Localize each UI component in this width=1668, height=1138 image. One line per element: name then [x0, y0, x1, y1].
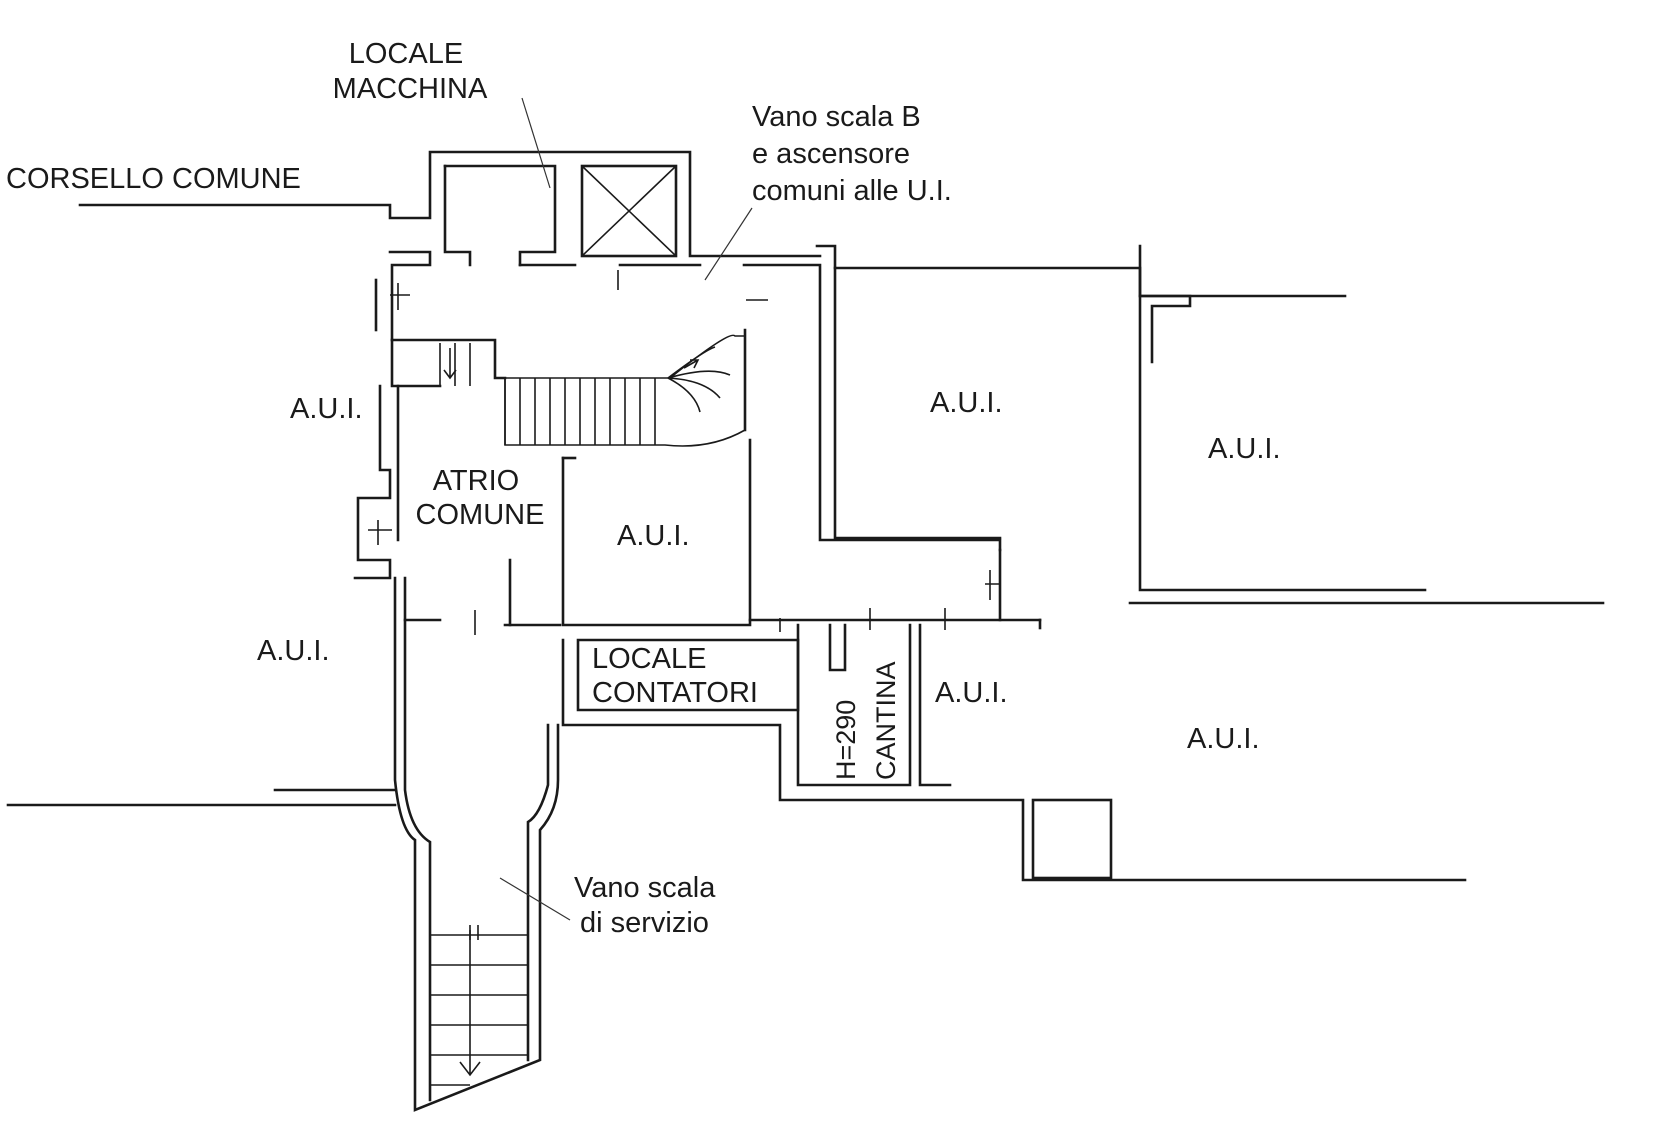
atrio-comune-label: ATRIO COMUNE: [416, 465, 545, 531]
service-staircase: [430, 925, 528, 1086]
aui-label-4: A.U.I.: [1208, 433, 1281, 465]
service-stair-arrow-icon: [459, 930, 481, 1077]
stair-arrow-icon-2: [683, 359, 700, 369]
vano-scala-b-label: Vano scala B e ascensore comuni alle U.I…: [752, 101, 952, 207]
cantina-height-label: H=290: [831, 700, 861, 780]
aui-label-7: A.U.I.: [1187, 723, 1260, 755]
aui-label-5: A.U.I.: [257, 635, 330, 667]
corsello-comune-label: CORSELLO COMUNE: [6, 163, 301, 195]
stair-arrow-icon: [443, 348, 457, 380]
cantina-label: CANTINA: [871, 661, 901, 780]
aui-label-2: A.U.I.: [617, 520, 690, 552]
aui-label-3: A.U.I.: [930, 387, 1003, 419]
walls: [6, 150, 1605, 1112]
aui-label-6: A.U.I.: [935, 677, 1008, 709]
leader-lines: [499, 97, 753, 921]
locale-macchina-label: LOCALE MACCHINA: [333, 38, 488, 105]
main-staircase: [439, 334, 746, 447]
elevator-shaft: [580, 164, 678, 258]
vano-scala-servizio-label: Vano scala di servizio: [574, 872, 723, 939]
locale-contatori-label: LOCALE CONTATORI: [592, 643, 758, 709]
door-ticks: [368, 270, 1000, 635]
elevator-cross-icon: [581, 165, 677, 257]
shaft-square: [1031, 798, 1113, 880]
aui-label-1: A.U.I.: [290, 393, 363, 425]
